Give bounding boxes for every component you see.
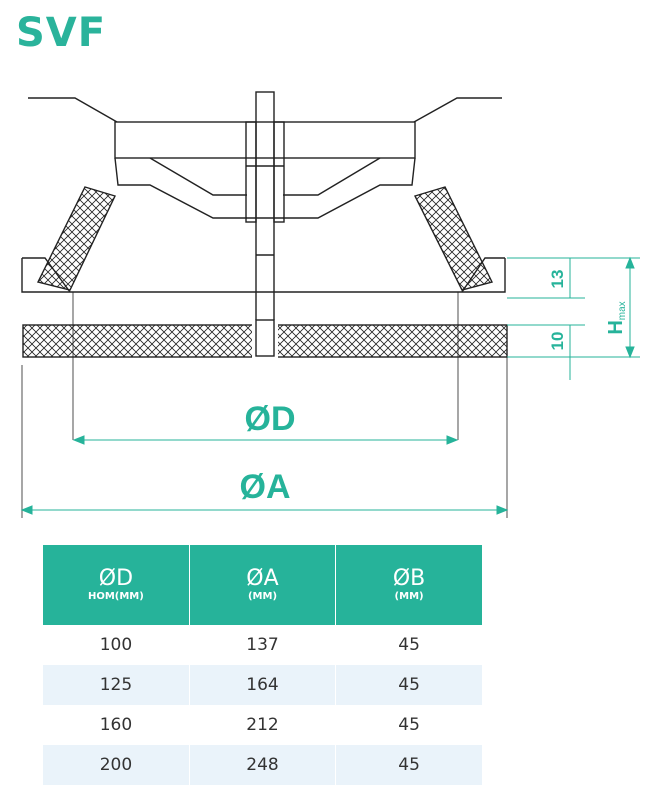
cell-od: 200 [43, 745, 190, 785]
header-ob-unit: (ММ) [394, 591, 424, 602]
table-row: 125 164 45 [43, 665, 482, 705]
header-oa-unit: (ММ) [247, 591, 278, 602]
header-ob-main: ØB [392, 566, 426, 591]
cell-ob: 45 [335, 665, 482, 705]
dim-13-label: 13 [548, 270, 567, 289]
table-row: 160 212 45 [43, 705, 482, 745]
hmax-sub: max [617, 301, 628, 320]
right-seal [414, 186, 494, 291]
header-od-main: ØD [98, 566, 134, 591]
dimension-lines [20, 256, 640, 518]
product-title: SVF [16, 10, 107, 56]
table-row: 100 137 45 [43, 625, 482, 665]
cell-oa: 248 [189, 745, 337, 785]
cell-od: 125 [43, 665, 190, 705]
hmax-main: H [605, 320, 627, 334]
valve-drawing: ØD ØA 13 10 Hmax [20, 91, 640, 518]
dim-a-label: ØA [240, 468, 291, 506]
cell-od: 160 [43, 705, 190, 745]
dim-d-label: ØD [245, 400, 296, 438]
cell-ob: 45 [398, 635, 420, 655]
header-oa: ØA(ММ) [189, 545, 337, 625]
left-seal [36, 186, 116, 291]
table-row: 200 248 45 [43, 745, 482, 785]
header-od-unit: НОМ(ММ) [87, 591, 144, 602]
valve-outline [21, 91, 506, 440]
cell-od: 100 [43, 625, 190, 665]
cell-ob: 45 [335, 745, 482, 785]
header-oa-main: ØA [246, 566, 279, 591]
dim-hmax-label: Hmax [605, 301, 628, 334]
cell-oa: 137 [189, 625, 337, 665]
cell-ob: 45 [398, 715, 420, 735]
cell-oa: 212 [189, 705, 337, 745]
dim-10-label: 10 [548, 332, 567, 351]
header-ob: ØB(ММ) [335, 545, 482, 625]
cell-oa: 164 [189, 665, 337, 705]
